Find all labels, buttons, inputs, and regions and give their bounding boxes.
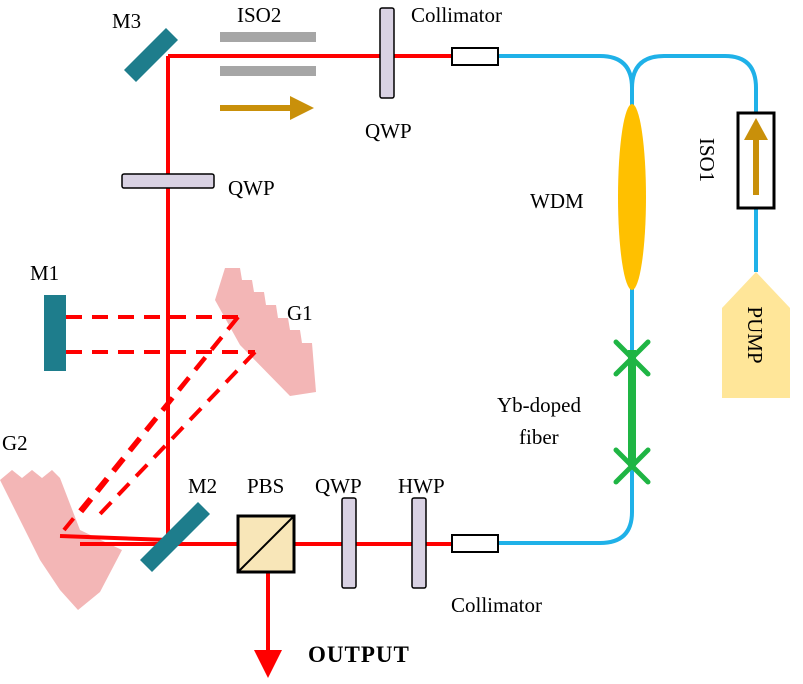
label-m2: M2 — [188, 474, 217, 498]
output-arrow-head — [254, 650, 282, 678]
label-qwp-bottom: QWP — [315, 474, 362, 498]
grating-g1 — [215, 268, 316, 396]
qwp-bottom — [341, 497, 357, 589]
label-fiber-line1: Yb-doped — [497, 393, 581, 417]
label-collimator-top: Collimator — [411, 3, 502, 27]
label-g2: G2 — [2, 431, 28, 455]
grating-g2 — [0, 470, 122, 610]
collimator-bottom — [451, 534, 499, 553]
label-output: OUTPUT — [308, 642, 410, 667]
pbs-cube — [236, 514, 296, 574]
fiber-top-segment — [498, 54, 634, 110]
label-iso2: ISO2 — [237, 3, 281, 27]
fiber-doped-to-bottom — [498, 466, 634, 545]
mirror-m1 — [44, 295, 66, 371]
qwp-left — [121, 173, 215, 189]
label-wdm: WDM — [530, 189, 584, 213]
fiber-pump-branch — [630, 54, 758, 113]
qwp-top — [379, 7, 395, 99]
label-fiber-line2: fiber — [519, 425, 559, 449]
mirror-m3 — [124, 28, 178, 82]
label-qwp-top: QWP — [365, 119, 412, 143]
label-hwp: HWP — [398, 474, 445, 498]
label-m3: M3 — [112, 9, 141, 33]
yb-doped-fiber — [613, 339, 651, 485]
hwp — [411, 497, 427, 589]
pump-source: PUMP — [722, 272, 790, 398]
iso1-arrow-icon — [744, 118, 768, 140]
label-iso1: ISO1 — [695, 138, 719, 182]
splice-bottom-marker — [613, 447, 651, 485]
dispersed-beams — [62, 315, 257, 532]
mirror-m2 — [140, 502, 210, 572]
wdm-coupler — [618, 104, 646, 290]
fiber-path — [498, 54, 758, 545]
label-pbs: PBS — [247, 474, 284, 498]
label-g1: G1 — [287, 301, 313, 325]
isolator-iso1 — [736, 111, 776, 210]
label-collimator-bottom: Collimator — [451, 593, 542, 617]
isolator-iso2 — [220, 32, 316, 120]
label-m1: M1 — [30, 261, 59, 285]
pump-label: PUMP — [743, 306, 767, 363]
collimator-top — [451, 47, 499, 66]
label-qwp-left: QWP — [228, 176, 275, 200]
splice-top-marker — [613, 339, 651, 377]
iso2-arrow-icon — [290, 96, 314, 120]
